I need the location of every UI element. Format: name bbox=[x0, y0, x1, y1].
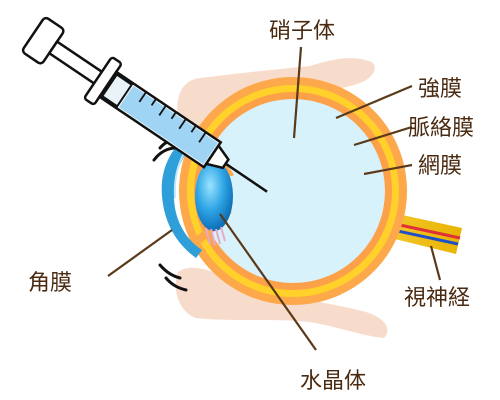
lens-label: 水晶体 bbox=[300, 369, 366, 394]
cornea-shape bbox=[161, 128, 202, 258]
syringe-plunger-rod bbox=[47, 39, 106, 87]
syringe-tip bbox=[204, 143, 230, 170]
syringe-liquid bbox=[118, 85, 218, 165]
retina-label: 網膜 bbox=[418, 154, 462, 179]
leader-optic-nerve bbox=[429, 245, 442, 281]
label-group: 硝子体 強膜 脈絡膜 網膜 視神経 角膜 水晶体 bbox=[28, 19, 474, 394]
optic-nerve-label: 視神経 bbox=[404, 286, 470, 311]
syringe bbox=[21, 16, 268, 193]
leader-sclera bbox=[335, 84, 413, 120]
zonule-fibers-lower bbox=[205, 226, 226, 246]
lens-group bbox=[195, 161, 233, 246]
leader-cornea bbox=[107, 229, 173, 277]
vitreous-body bbox=[201, 99, 385, 283]
lower-motion-mark-2 bbox=[164, 276, 188, 292]
sclera-label: 強膜 bbox=[418, 77, 462, 102]
syringe-graduations bbox=[138, 91, 207, 143]
leader-vitreous bbox=[292, 46, 303, 139]
syringe-needle bbox=[224, 162, 268, 193]
leader-lines bbox=[107, 46, 442, 351]
syringe-plunger-seal bbox=[100, 73, 134, 108]
leader-retina bbox=[363, 163, 413, 176]
lower-motion-mark-1 bbox=[158, 263, 182, 280]
leader-lens bbox=[219, 213, 317, 351]
leader-choroid bbox=[353, 125, 413, 147]
lens-shape bbox=[195, 161, 233, 231]
cornea-label: 角膜 bbox=[28, 271, 72, 296]
choroid-label: 脈絡膜 bbox=[408, 116, 474, 141]
eyeball bbox=[179, 77, 407, 305]
vitreous-label: 硝子体 bbox=[269, 19, 335, 44]
